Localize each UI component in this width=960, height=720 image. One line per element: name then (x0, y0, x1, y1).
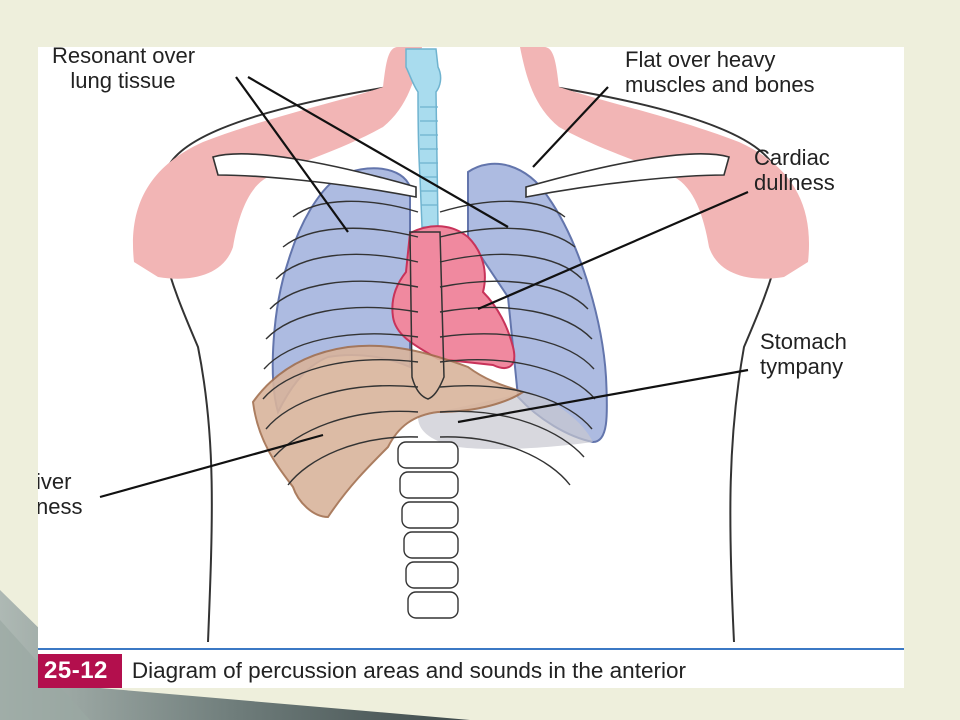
resonant-leader-1 (235, 76, 349, 233)
sternum (409, 231, 445, 400)
trachea-rings (420, 106, 438, 206)
trachea (405, 48, 442, 228)
resonant-label: Resonant over lung tissue (52, 47, 196, 93)
callout-leaders (99, 76, 749, 499)
figure-caption: 25-12 Diagram of percussion areas and so… (38, 654, 904, 688)
spine (397, 441, 459, 619)
caption-rule (38, 648, 904, 650)
thorax-percussion-diagram (99, 47, 810, 642)
ribs (262, 200, 596, 486)
stomach-label: Stomach tympany (760, 329, 847, 379)
liver-leader (99, 433, 324, 499)
heart-area (391, 225, 516, 369)
resonant-leader-2 (247, 76, 509, 228)
figure-number-tag: 25-12 (38, 654, 122, 688)
figure-panel: Resonant over lung tissue Flat over heav… (38, 47, 904, 688)
cardiac-label: Cardiac dullness (754, 145, 835, 195)
flat-label: Flat over heavy muscles and bones (625, 47, 815, 97)
clavicles (212, 153, 730, 198)
flat-leader (532, 86, 609, 168)
liver-label: iver ness (38, 469, 83, 519)
cardiac-leader (477, 190, 749, 311)
stomach-leader (457, 368, 749, 424)
caption-text: Diagram of percussion areas and sounds i… (131, 658, 686, 683)
